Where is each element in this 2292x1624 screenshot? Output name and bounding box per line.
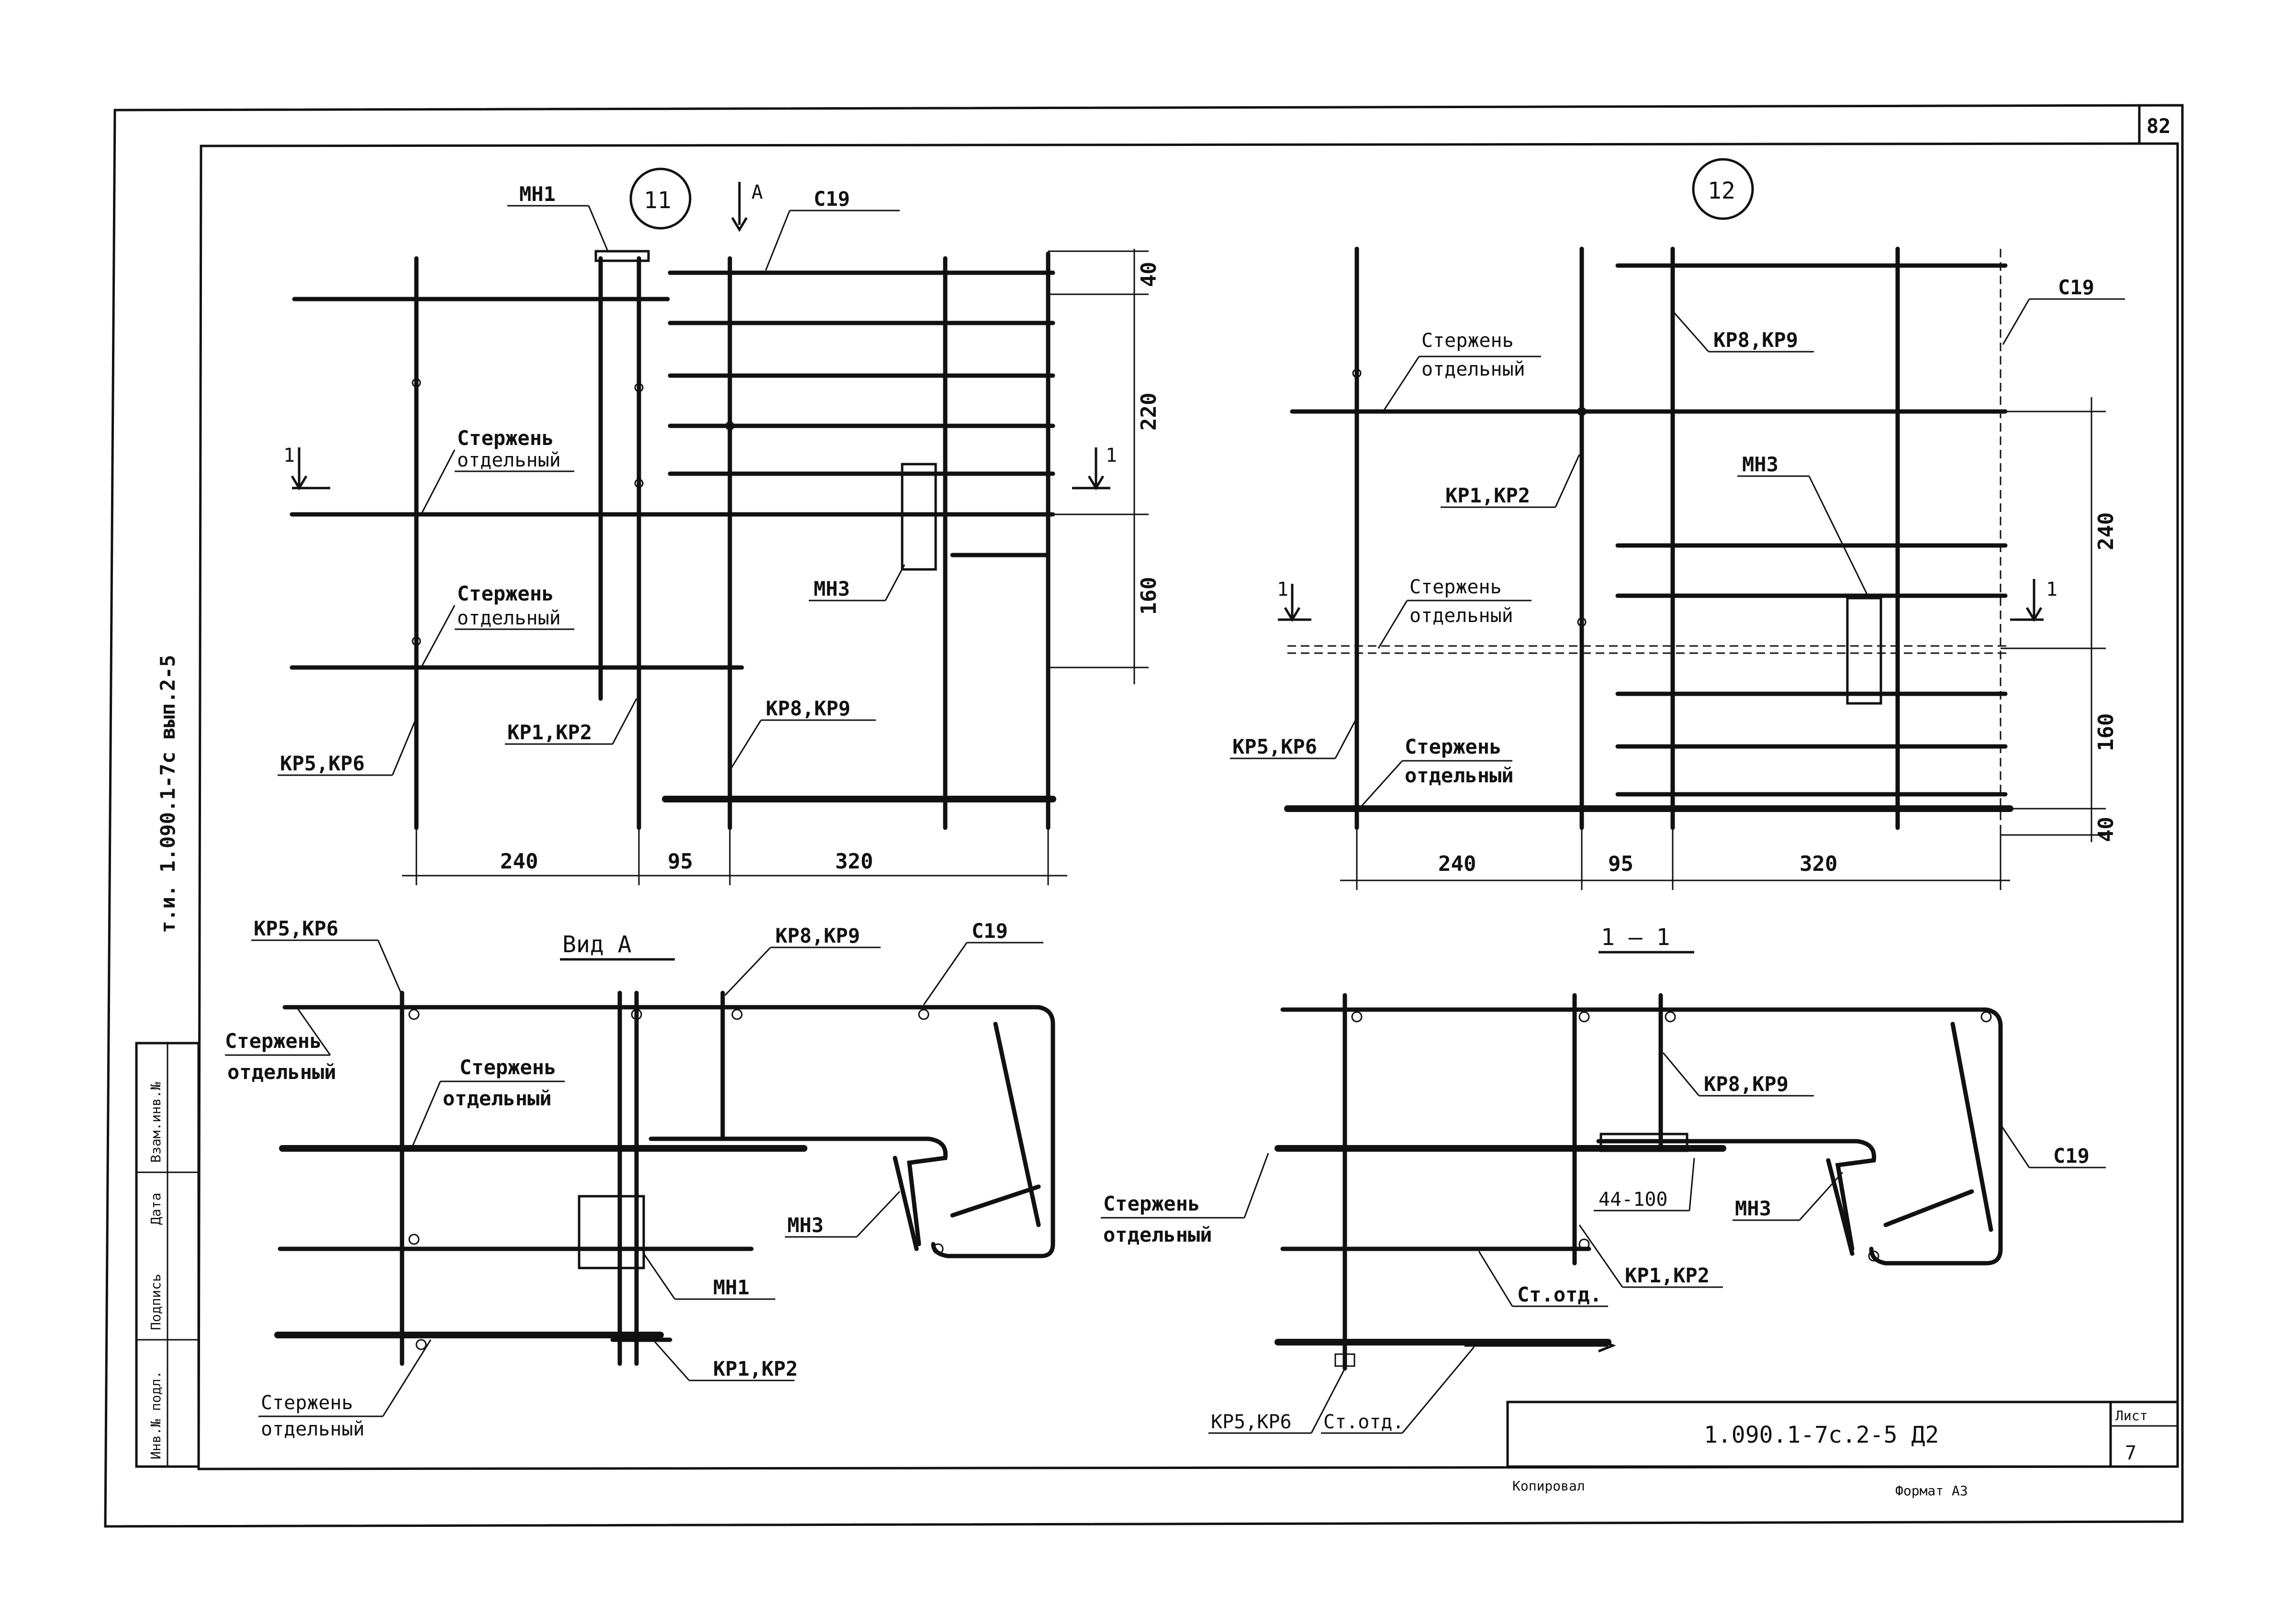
sec11-label-mn3: МН3 [1735,1197,1771,1220]
viewa-label-kp12: КР1,КР2 [713,1357,798,1380]
node11-dim-95: 95 [668,849,693,874]
node11-label-rod2b: отдельный [457,607,561,629]
viewa-label-kp89: КР8,КР9 [775,924,860,947]
node11-section-left: 1 [283,445,295,467]
sec11-label-kp56: КР5,КР6 [1211,1411,1292,1433]
node11-dim-320: 320 [835,849,873,874]
viewa-label-rod1b: отдельный [227,1060,336,1084]
side-col-2: Подпись [148,1274,164,1330]
node12-dim-240: 240 [1438,852,1476,876]
node12-label-mn3: МН3 [1742,453,1778,476]
viewa-label-ci9: С19 [972,919,1008,943]
node12-label-ci9: С19 [2058,276,2094,299]
node11-label-kp12: КР1,КР2 [507,721,592,744]
node11-dim-40: 40 [1137,262,1161,287]
node12-label-rod3a: Стержень [1405,735,1501,758]
viewa-label-mn1: МН1 [713,1276,749,1299]
node11-label-rod2a: Стержень [457,582,554,605]
sec11-label-weld: 44-100 [1599,1189,1668,1211]
sheet-label: Лист [2115,1408,2147,1424]
node12-label-kp12: КР1,КР2 [1445,484,1530,507]
node12-label-kp56: КР5,КР6 [1232,735,1317,758]
viewa-label-rod2a: Стержень [459,1056,556,1079]
node12-dim-95: 95 [1608,852,1633,876]
sheet-value: 7 [2125,1442,2136,1464]
corner-sheet-number: 82 [2147,114,2171,138]
node12-label-rod1a: Стержень [1421,330,1514,352]
node11-label-mn3: МН3 [814,577,850,601]
sec11-label-kp89: КР8,КР9 [1704,1072,1789,1096]
node11-label-mn1: МН1 [519,182,556,206]
sec11-label-kp12: КР1,КР2 [1625,1264,1710,1287]
node11-dim-220: 220 [1137,393,1161,431]
node11-label-rod1b: отдельный [457,449,561,471]
node-11-marker [629,167,692,230]
side-col-4: Взам.инв.№ [148,1082,164,1163]
viewa-label-rod3a: Стержень [261,1392,353,1414]
node-11-drawing: 11 А МН1 С19 Ст [278,167,1161,885]
node11-dim-160: 160 [1137,577,1161,615]
section-1-1-title: 1 — 1 [1601,924,1670,951]
side-stamp-text: т.и. 1.090.1-7с вып.2-5 [156,655,179,933]
node11-section-right: 1 [1106,445,1117,467]
node12-dim-320: 320 [1800,852,1837,876]
node-12-marker [1692,158,1754,220]
viewa-label-rod1a: Стержень [225,1029,322,1053]
node12-label-rod2a: Стержень [1409,576,1502,598]
view-a-marker: А [751,181,763,203]
node11-label-kp56: КР5,КР6 [280,752,365,775]
viewa-label-rod3b: отдельный [261,1418,365,1440]
node12-section-left: 1 [1277,578,1288,601]
node12-section-right: 1 [2046,578,2057,601]
sec11-label-st-otd-2: Ст.отд. [1323,1411,1404,1433]
node12-label-kp89: КР8,КР9 [1713,328,1798,352]
node11-label-rod1a: Стержень [457,426,554,450]
node12-label-rod1b: отдельный [1421,358,1525,380]
title-block: 1.090.1-7с.2-5 Д2 Лист 7 Копировал Форма… [1506,1401,2179,1499]
paper-format: Формат А3 [1895,1483,1968,1499]
view-a-drawing: Вид А КР5,КР6 КР8,КР9 С19 Стержень [225,917,1055,1440]
node12-dim-240v: 240 [2094,512,2118,550]
section-1-1-drawing: 1 — 1 КР8,КР9 С19 Стержень отдельный [1101,924,2106,1434]
copied-by: Копировал [1512,1478,1585,1494]
side-col-1: Инв.№ подл. [148,1371,164,1459]
sec11-label-rod1b: отдельный [1103,1223,1212,1246]
viewa-label-rod2b: отдельный [443,1087,552,1110]
side-col-3: Дата [148,1193,164,1225]
node-12-marker-text: 12 [1708,178,1735,204]
viewa-label-kp56: КР5,КР6 [254,917,338,940]
node12-label-rod2b: отдельный [1409,605,1513,627]
node-12-drawing: 12 С19 КР8,КР9 Стержень отдельный КР1,КР… [1230,158,2125,890]
node11-label-ci9: С19 [814,187,850,211]
side-stamp: т.и. 1.090.1-7с вып.2-5 Инв.№ подл. Подп… [135,655,200,1468]
viewa-label-mn3: МН3 [787,1213,824,1237]
node12-dim-160v: 160 [2094,713,2118,751]
node11-label-kp89: КР8,КР9 [766,697,850,720]
drawing-designation: 1.090.1-7с.2-5 Д2 [1704,1422,1939,1448]
sec11-label-st-otd-1: Ст.отд. [1517,1283,1602,1306]
sec11-label-rod1a: Стержень [1103,1192,1200,1215]
node12-dim-40v: 40 [2094,817,2118,842]
sec11-label-ci9: С19 [2053,1144,2090,1168]
node-11-marker-text: 11 [644,187,671,214]
node12-label-rod3b: отдельный [1405,764,1514,787]
node11-dim-240: 240 [500,849,538,874]
view-a-title: Вид А [562,931,632,958]
